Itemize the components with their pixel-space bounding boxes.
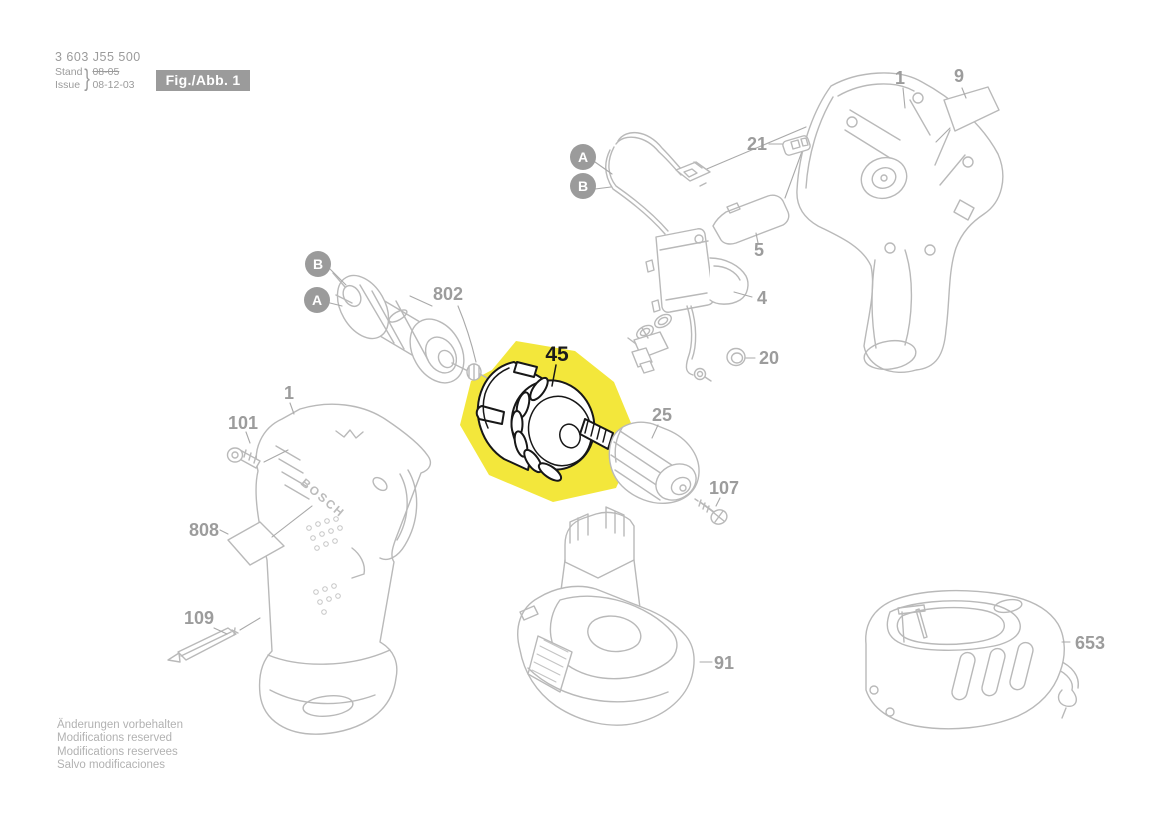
button-21: 21 xyxy=(747,134,811,156)
marker-b-top: B xyxy=(570,173,612,199)
marker-a-top: A xyxy=(570,144,613,175)
marker-a-motor: A xyxy=(304,287,343,313)
contact-set xyxy=(627,313,672,374)
label-sticker-top: 9 xyxy=(954,66,964,86)
stand-label: Stand xyxy=(55,66,83,78)
figure-label-badge: Fig./Abb. 1 xyxy=(156,70,250,91)
switch-assembly-4: 4 xyxy=(645,228,767,313)
wire-harness xyxy=(605,132,711,235)
label-charger: 653 xyxy=(1075,633,1105,653)
label-switch: 4 xyxy=(757,288,767,308)
left-housing-shell: BOSCH 1 xyxy=(255,383,432,735)
issue-labels: Stand Issue xyxy=(55,66,82,91)
battery-91: 91 xyxy=(517,506,734,726)
ring-20: 20 xyxy=(726,347,779,368)
label-battery: 91 xyxy=(714,653,734,673)
chuck-25: 25 xyxy=(608,405,700,505)
issue-block: Stand Issue } 08-05 08-12-03 xyxy=(55,66,135,91)
marker-b-label: B xyxy=(578,178,588,194)
issue-dates: 08-05 08-12-03 xyxy=(92,66,134,91)
charger-653: 653 xyxy=(865,589,1105,730)
label-gearbox: 45 xyxy=(545,343,569,366)
notice-line-es: Salvo modificaciones xyxy=(57,759,166,772)
revision-notice: Änderungen vorbehalten Modifications res… xyxy=(57,719,183,773)
marker-b-motor: B xyxy=(305,251,347,286)
lead-wire xyxy=(685,305,712,382)
screw-101: 101 xyxy=(226,413,289,469)
marker-b-label: B xyxy=(313,256,323,272)
notice-line-de: Änderungen vorbehalten xyxy=(57,719,183,731)
label-chuck: 25 xyxy=(652,405,672,425)
marker-a-label: A xyxy=(312,292,322,308)
grip-dots xyxy=(306,516,343,615)
gearbox-45-highlighted: 45 xyxy=(475,343,634,482)
screw-107: 107 xyxy=(694,478,739,525)
label-sticker-side: 808 xyxy=(189,520,219,540)
label-motor: 802 xyxy=(433,284,463,304)
motor-802: 802 xyxy=(332,272,488,384)
label-button: 21 xyxy=(747,134,767,154)
bit-109: 109 xyxy=(167,608,261,663)
superseded-date: 08-05 xyxy=(92,66,120,78)
label-right-housing: 1 xyxy=(895,68,905,88)
document-part-number: 3 603 J55 500 xyxy=(55,50,141,64)
sticker-9: 9 xyxy=(935,66,1000,143)
label-bit: 109 xyxy=(184,608,214,628)
label-housing-screw: 101 xyxy=(228,413,258,433)
label-chuck-screw: 107 xyxy=(709,478,739,498)
issue-brace: } xyxy=(84,65,91,92)
issue-label: Issue xyxy=(55,78,81,91)
right-housing-shell: 1 xyxy=(796,68,1004,374)
cover-plate-5: 5 xyxy=(712,194,790,260)
label-ring: 20 xyxy=(759,348,779,368)
label-left-housing: 1 xyxy=(284,383,294,403)
notice-line-en: Modifications reserved xyxy=(57,732,173,745)
sticker-808: 808 xyxy=(189,505,313,566)
marker-a-label: A xyxy=(578,149,588,165)
label-cover-plate: 5 xyxy=(754,240,764,260)
current-date: 08-12-03 xyxy=(92,78,135,91)
notice-line-fr: Modifications reservees xyxy=(57,745,178,758)
